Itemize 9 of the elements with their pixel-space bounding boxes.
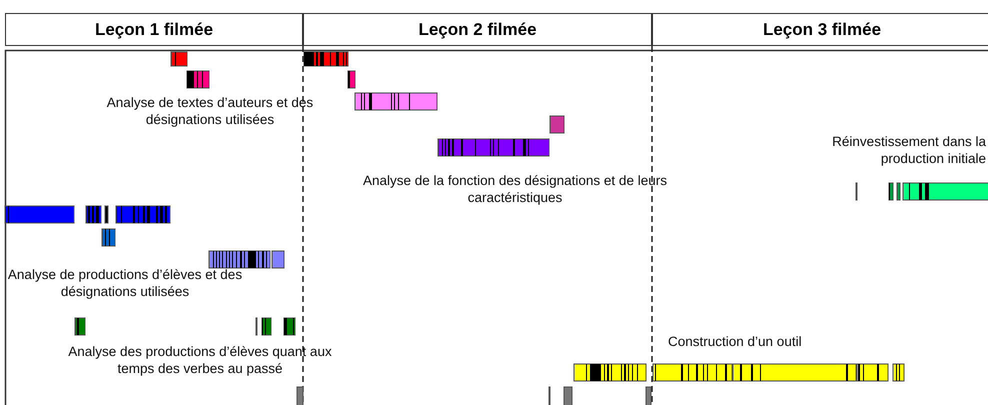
activity-annotation: Analyse des productions d’élèves quant aux temps des verbes au passé <box>67 343 333 377</box>
activity-annotation: Construction d’un outil <box>668 333 803 350</box>
lesson-header: Leçon 2 filmée <box>303 13 652 46</box>
lesson-header: Leçon 3 filmée <box>652 13 988 46</box>
activity-annotation: Analyse de productions d’élèves et des désignations utilisées <box>6 266 244 300</box>
lesson-header: Leçon 1 filmée <box>5 13 303 46</box>
activity-annotation: Analyse de la fonction des désignations et de leurs caractéristiques <box>362 172 668 206</box>
activity-annotation: Réinvestissement dans la production initiale <box>831 133 986 167</box>
activity-annotation: Analyse de textes d’auteurs et des désignations utilisées <box>106 94 314 128</box>
